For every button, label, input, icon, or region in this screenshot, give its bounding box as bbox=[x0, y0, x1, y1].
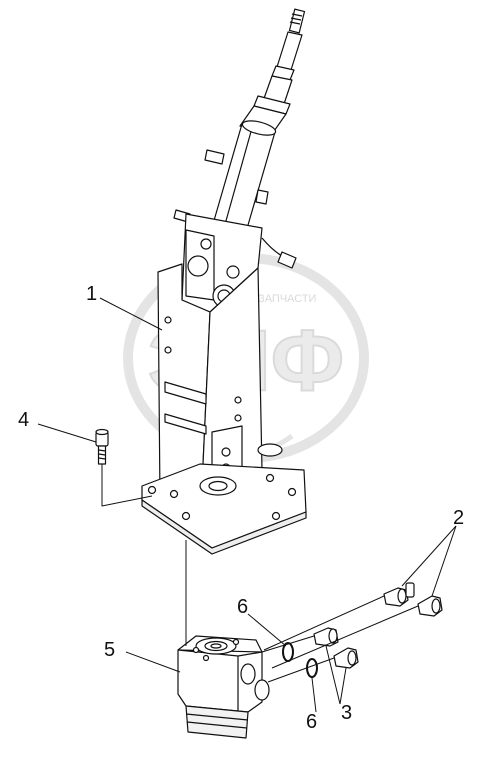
steering-shaft bbox=[173, 8, 306, 233]
callout-2: 2 bbox=[453, 507, 465, 529]
base-plate bbox=[141, 443, 307, 555]
callout-6-upper: 6 bbox=[237, 596, 249, 618]
column-bracket bbox=[157, 213, 297, 531]
callout-5: 5 bbox=[104, 639, 116, 661]
callout-6-lower: 6 bbox=[306, 711, 318, 733]
cap-screw bbox=[95, 428, 109, 465]
callout-3: 3 bbox=[341, 702, 353, 724]
callout-1: 1 bbox=[86, 283, 98, 305]
leader-lines bbox=[37, 297, 457, 713]
callout-4: 4 bbox=[18, 409, 30, 431]
assembly-lines bbox=[101, 464, 419, 683]
adapter-fittings bbox=[282, 582, 443, 678]
steering-control-unit bbox=[177, 635, 270, 739]
